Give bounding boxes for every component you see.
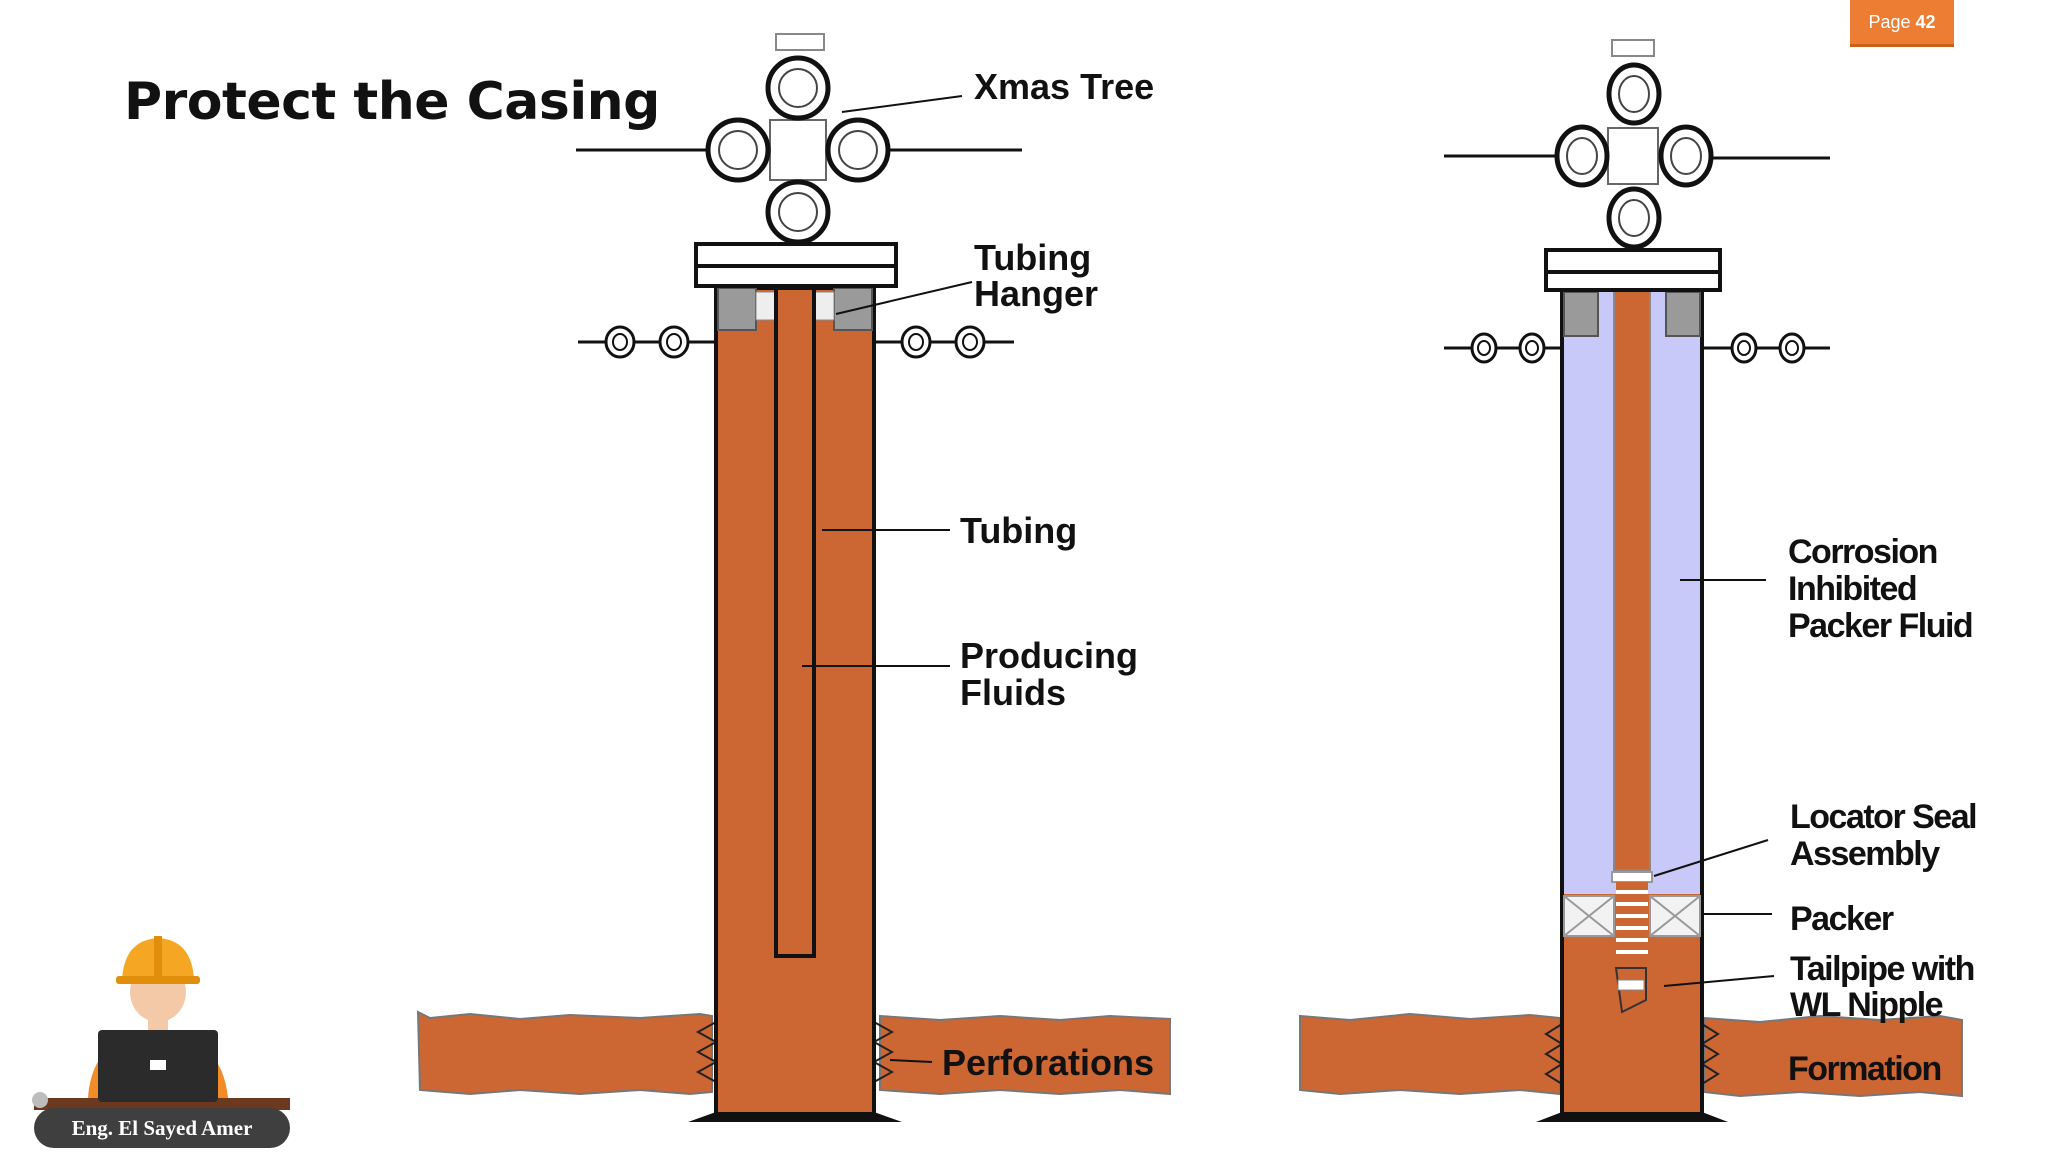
desk [34, 1098, 290, 1110]
left-xmas-tree [576, 33, 1022, 245]
right-locator-seal [1611, 871, 1653, 968]
right-flange [1544, 248, 1722, 274]
coffee-mug-icon [32, 1092, 48, 1108]
label-packer: Packer [1790, 900, 1894, 938]
left-formation [416, 1010, 1171, 1096]
left-perforations-right [871, 1021, 895, 1083]
label-perforations: Perforations [942, 1042, 1154, 1083]
left-flange [694, 242, 898, 268]
locator-seal-leader [1653, 839, 1769, 877]
page-number-badge: Page 42 [1850, 0, 1954, 47]
tubing-hanger-leader [835, 281, 973, 315]
label-tubing: Tubing [960, 510, 1077, 551]
engineer-avatar [32, 936, 290, 1110]
slide-title: Protect the Casing [124, 72, 660, 132]
left-flange-lower [694, 264, 898, 288]
left-casing-valves [578, 325, 1014, 359]
right-perforations-left [1544, 1023, 1564, 1085]
left-perforations-left [695, 1021, 719, 1083]
author-badge: Eng. El Sayed Amer [34, 1108, 290, 1148]
left-hanger-slip-left [717, 287, 757, 331]
right-perforations-right [1700, 1023, 1720, 1085]
page-label: Page [1868, 11, 1911, 32]
hard-hat-ridge [154, 936, 162, 976]
right-hanger-slip-left [1563, 291, 1599, 337]
right-xmas-tree [1444, 39, 1830, 250]
right-tubing [1613, 289, 1651, 871]
right-packer [1563, 895, 1701, 937]
right-tailpipe [1614, 967, 1647, 1014]
label-xmas-tree: Xmas Tree [974, 66, 1154, 107]
left-tubing [774, 286, 816, 958]
left-casing-shoe [688, 1112, 902, 1122]
right-hanger-slip-right [1665, 291, 1701, 337]
hard-hat-brim [116, 976, 200, 984]
right-flange-lower [1544, 270, 1722, 292]
perforations-leader [889, 1059, 933, 1063]
right-casing-shoe [1536, 1112, 1728, 1122]
laptop-logo [150, 1060, 166, 1070]
right-casing-valves [1444, 332, 1830, 364]
page-number: 42 [1915, 11, 1936, 32]
xmas-tree-leader [841, 95, 963, 113]
label-formation: Formation [1788, 1050, 1941, 1088]
tailpipe-leader [1663, 975, 1775, 987]
